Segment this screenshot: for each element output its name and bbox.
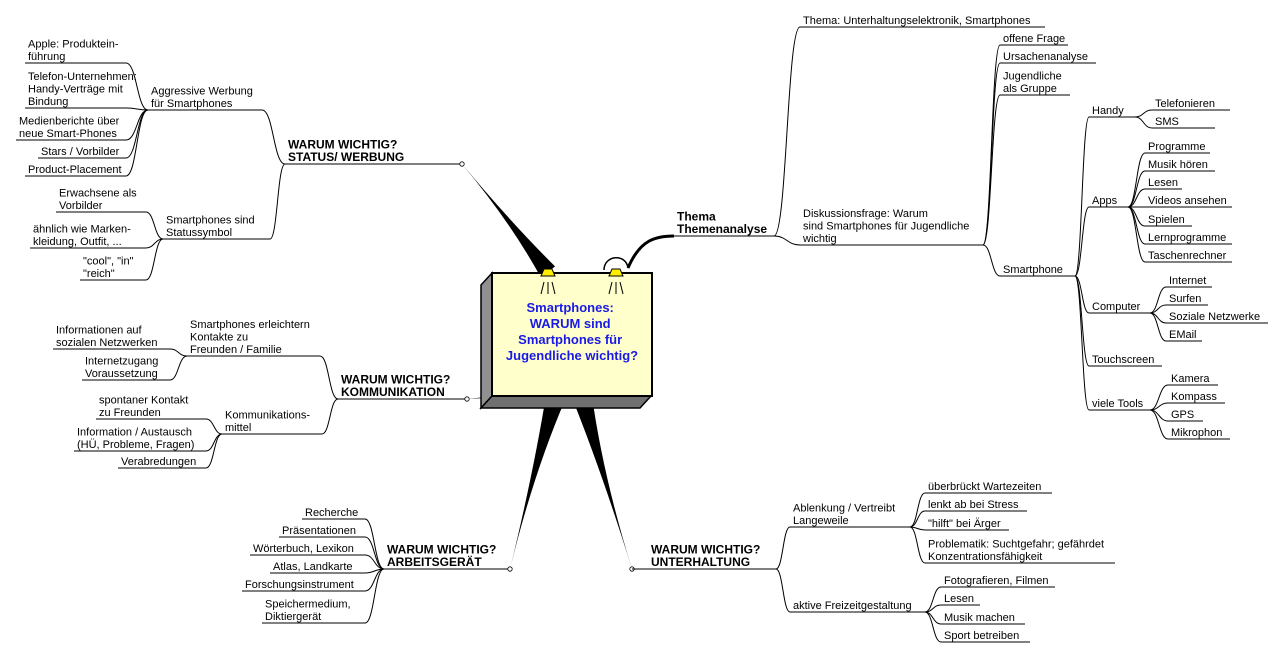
- node-handy-leaf-1[interactable]: SMS: [1155, 116, 1179, 128]
- lightbulb-icon: [540, 268, 556, 295]
- center-box-face: [491, 272, 653, 397]
- branch-title-arbeit[interactable]: WARUM WICHTIG?ARBEITSGERÄT: [387, 543, 496, 570]
- lightbulb-icon: [603, 257, 629, 295]
- node-touchscreen[interactable]: Touchscreen: [1092, 354, 1154, 366]
- node-computer-leaf-2[interactable]: Soziale Netzwerke: [1169, 311, 1260, 323]
- node-handy-leaf-0[interactable]: Telefonieren: [1155, 98, 1215, 110]
- node-tools-leaf-0[interactable]: Kamera: [1171, 373, 1210, 385]
- node-computer[interactable]: Computer: [1092, 301, 1141, 313]
- leaf-frage-1[interactable]: Ursachenanalyse: [1003, 51, 1088, 63]
- node-apps-leaf-4[interactable]: Spielen: [1148, 214, 1185, 226]
- node-apps-leaf-5[interactable]: Lernprogramme: [1148, 232, 1226, 244]
- node-tools-leaf-2[interactable]: GPS: [1171, 409, 1194, 421]
- node-freizeit[interactable]: aktive Freizeitgestaltung: [793, 600, 912, 612]
- node-computer-leaf-3[interactable]: EMail: [1169, 329, 1197, 341]
- leaf-mittel-2[interactable]: Verabredungen: [121, 456, 196, 468]
- node-tools-leaf-3[interactable]: Mikrophon: [1171, 427, 1222, 439]
- leaf-arbeit-0[interactable]: Recherche: [305, 507, 358, 519]
- leaf-arbeit-4[interactable]: Forschungsinstrument: [245, 579, 354, 591]
- branch-title-kommunikation[interactable]: WARUM WICHTIG?KOMMUNIKATION: [341, 373, 450, 400]
- node-apps-leaf-3[interactable]: Videos ansehen: [1148, 195, 1227, 207]
- leaf-freizeit-2[interactable]: Musik machen: [944, 612, 1015, 624]
- leaf-arbeit-3[interactable]: Atlas, Landkarte: [273, 561, 353, 573]
- central-topic[interactable]: Smartphones: WARUM sind Smartphones für …: [479, 257, 653, 410]
- branch-title-unterhaltung[interactable]: WARUM WICHTIG?UNTERHALTUNG: [651, 543, 760, 570]
- leaf-freizeit-3[interactable]: Sport betreiben: [944, 630, 1019, 642]
- node-apps-leaf-0[interactable]: Programme: [1148, 141, 1205, 153]
- node-computer-leaf-0[interactable]: Internet: [1169, 275, 1206, 287]
- node-computer-leaf-1[interactable]: Surfen: [1169, 293, 1201, 305]
- node-tools[interactable]: viele Tools: [1092, 398, 1144, 410]
- leaf-werbung-4[interactable]: Product-Placement: [28, 164, 122, 176]
- leaf-freizeit-0[interactable]: Fotografieren, Filmen: [944, 575, 1049, 587]
- branch-labels: WARUM WICHTIG?STATUS/ WERBUNG Aggressive …: [19, 15, 1260, 642]
- center-box-side: [480, 271, 493, 410]
- leaf-ablenkung-1[interactable]: lenkt ab bei Stress: [928, 499, 1019, 511]
- node-tools-leaf-1[interactable]: Kompass: [1171, 391, 1217, 403]
- node-kommunikationsmittel[interactable]: Kommunikations-mittel: [225, 410, 310, 435]
- leaf-arbeit-2[interactable]: Wörterbuch, Lexikon: [253, 543, 354, 555]
- leaf-freizeit-1[interactable]: Lesen: [944, 593, 974, 605]
- leaf-werbung-3[interactable]: Stars / Vorbilder: [41, 146, 120, 158]
- node-apps-leaf-2[interactable]: Lesen: [1148, 177, 1178, 189]
- leaf-frage-0[interactable]: offene Frage: [1003, 33, 1065, 45]
- leaf-statussymbol-2[interactable]: "cool", "in""reich": [83, 256, 134, 281]
- branch-lines: [16, 26, 1268, 643]
- branch-title-status[interactable]: WARUM WICHTIG?STATUS/ WERBUNG: [288, 138, 404, 165]
- leaf-arbeit-5[interactable]: Speichermedium,Diktiergerät: [265, 599, 351, 624]
- leaf-statussymbol-1[interactable]: ähnlich wie Marken-kleidung, Outfit, ...: [33, 224, 131, 249]
- leaf-ablenkung-0[interactable]: überbrückt Wartezeiten: [928, 481, 1041, 493]
- node-thema-topic[interactable]: Thema: Unterhaltungselektronik, Smartpho…: [803, 15, 1031, 27]
- center-box-bottom: [479, 395, 653, 409]
- leaf-arbeit-1[interactable]: Präsentationen: [282, 525, 356, 537]
- leaf-ablenkung-2[interactable]: "hilft" bei Ärger: [928, 518, 1001, 530]
- node-apps[interactable]: Apps: [1092, 195, 1118, 207]
- node-apps-leaf-6[interactable]: Taschenrechner: [1148, 250, 1227, 262]
- center-title: Smartphones: WARUM sind Smartphones für …: [506, 300, 638, 363]
- leaf-werbung-0[interactable]: Apple: Produktein-führung: [28, 39, 119, 64]
- node-handy[interactable]: Handy: [1092, 105, 1124, 117]
- node-apps-leaf-1[interactable]: Musik hören: [1148, 159, 1208, 171]
- leaf-mittel-1[interactable]: Information / Austausch(HÜ, Probleme, Fr…: [77, 427, 194, 452]
- node-smartphone[interactable]: Smartphone: [1003, 264, 1063, 276]
